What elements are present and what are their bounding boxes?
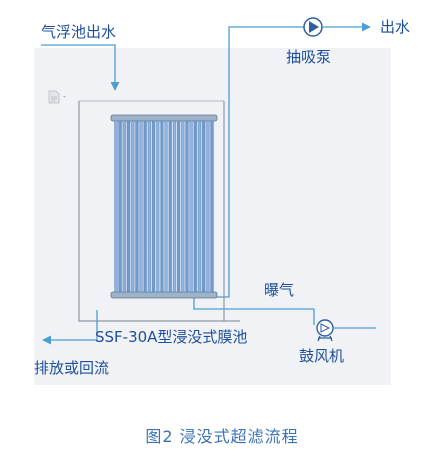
drain-label: 排放或回流 (34, 359, 110, 377)
membrane-fibre (210, 120, 214, 293)
membrane-fibre (206, 120, 210, 293)
membrane-fibre (172, 120, 176, 293)
membrane-fibre (193, 120, 197, 293)
membrane-fibre (118, 120, 122, 293)
membrane-fibre (114, 120, 118, 293)
outlet-label: 出水 (380, 18, 411, 36)
aeration-pipe (193, 297, 315, 325)
membrane-fibre (198, 120, 201, 293)
drain-pipe (42, 310, 98, 345)
membrane-fibre (177, 120, 181, 293)
membrane-module-icon (110, 114, 218, 299)
membrane-fibre (185, 120, 189, 293)
document-icon (48, 90, 66, 104)
membrane-fibre (147, 120, 151, 293)
inlet-label: 气浮池出水 (41, 23, 117, 41)
membrane-fibre (122, 120, 126, 293)
aeration-label: 曝气 (264, 281, 295, 299)
suction-pipe (216, 26, 304, 298)
membrane-fibre (156, 120, 160, 293)
membrane-fibre (189, 120, 193, 293)
membrane-fibre (164, 120, 168, 293)
membrane-fibre (135, 120, 139, 293)
figure-caption: 图2 浸没式超滤流程 (145, 427, 299, 446)
membrane-fibre (127, 120, 130, 293)
membrane-fibre (168, 120, 172, 293)
membrane-fibre (202, 120, 206, 293)
membrane-fibre (160, 120, 164, 293)
pump-label: 抽吸泵 (286, 48, 332, 66)
membrane-fibre (152, 120, 156, 293)
blower-label: 鼓风机 (299, 347, 345, 365)
tank-name-label: SSF-30A型浸没式膜池 (95, 328, 248, 346)
pump-icon (303, 17, 323, 37)
membrane-fibre (131, 120, 135, 293)
tank-wall (78, 101, 240, 322)
membrane-fibre (143, 120, 147, 293)
blower-icon (316, 319, 334, 342)
membrane-fibre (139, 120, 143, 293)
membrane-fibre (181, 120, 185, 293)
inlet-pipe (41, 44, 120, 91)
